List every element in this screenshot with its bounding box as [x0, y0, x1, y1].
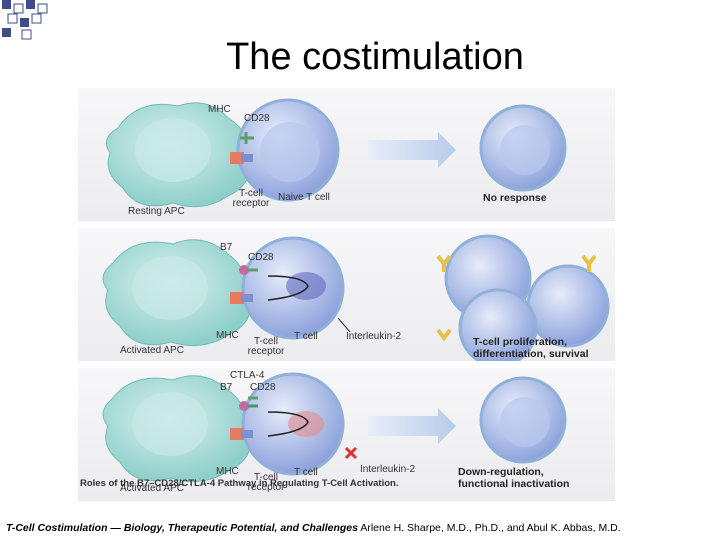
label-tcr-line2: receptor: [232, 198, 270, 209]
label-mhc: MHC: [208, 104, 231, 115]
corner-decoration: [2, 0, 48, 40]
proliferated-t-cell: [526, 264, 610, 348]
label-mhc: MHC: [216, 466, 239, 477]
label-apc: Activated APC: [120, 345, 184, 356]
costimulation-figure: MHC CD28 T-cell receptor Resting APC Nai…: [78, 88, 615, 501]
slide-title: The costimulation: [226, 36, 524, 78]
label-tcell: T cell: [294, 467, 318, 478]
panel-resting: MHC CD28 T-cell receptor Resting APC Nai…: [78, 88, 615, 221]
figure-caption: Roles of the B7–CD28/CTLA-4 Pathway in R…: [80, 478, 399, 489]
panel-ctla4: CTLA-4 B7 CD28 MHC T-cell receptor Activ…: [78, 368, 615, 501]
proliferated-t-cell: [458, 288, 538, 361]
panel-activated: B7 CD28 MHC T-cell receptor Activated AP…: [78, 228, 615, 361]
label-ctla4: CTLA-4: [230, 370, 265, 381]
label-apc: Resting APC: [128, 206, 185, 217]
citation-title: T-Cell Costimulation — Biology, Therapeu…: [6, 522, 358, 534]
block-x-icon: [344, 446, 358, 460]
label-mhc: MHC: [216, 330, 239, 341]
signal-arrow: [368, 132, 456, 168]
label-tcr-line1: T-cell: [254, 472, 278, 483]
citation-authors: Arlene H. Sharpe, M.D., Ph.D., and Abul …: [360, 522, 621, 534]
outcome-text-line2: functional inactivation: [458, 478, 570, 490]
cytokine: [581, 254, 597, 272]
label-il2: Interleukin-2: [360, 464, 416, 475]
outcome-text: No response: [483, 192, 547, 204]
label-b7: B7: [220, 242, 233, 253]
outcome-text-line1: Down-regulation,: [458, 466, 544, 478]
label-tcr-line1: T-cell: [254, 336, 278, 347]
cytokine: [436, 328, 452, 342]
label-b7: B7: [220, 382, 233, 393]
label-tcell: Naive T cell: [278, 192, 330, 203]
label-tcr-line2: receptor: [247, 346, 285, 357]
label-tcr-line1: T-cell: [239, 188, 263, 199]
label-il2: Interleukin-2: [346, 331, 402, 342]
label-tcr-line2: receptor: [247, 482, 285, 493]
label-cd28: CD28: [250, 382, 276, 393]
label-cd28: CD28: [248, 252, 274, 263]
panel-activated-art: [102, 234, 610, 361]
outcome-text-line1: T-cell proliferation,: [473, 336, 567, 348]
cytokine: [436, 254, 452, 272]
panel-ctla4-art: [102, 372, 567, 483]
label-tcell: T cell: [294, 331, 318, 342]
outcome-text-line2: differentiation, survival: [473, 348, 589, 360]
label-apc: Activated APC: [120, 483, 184, 494]
label-cd28: CD28: [244, 113, 270, 124]
signal-arrow: [368, 408, 456, 444]
panel-resting-art: [105, 98, 567, 208]
citation: T-Cell Costimulation — Biology, Therapeu…: [6, 522, 720, 534]
